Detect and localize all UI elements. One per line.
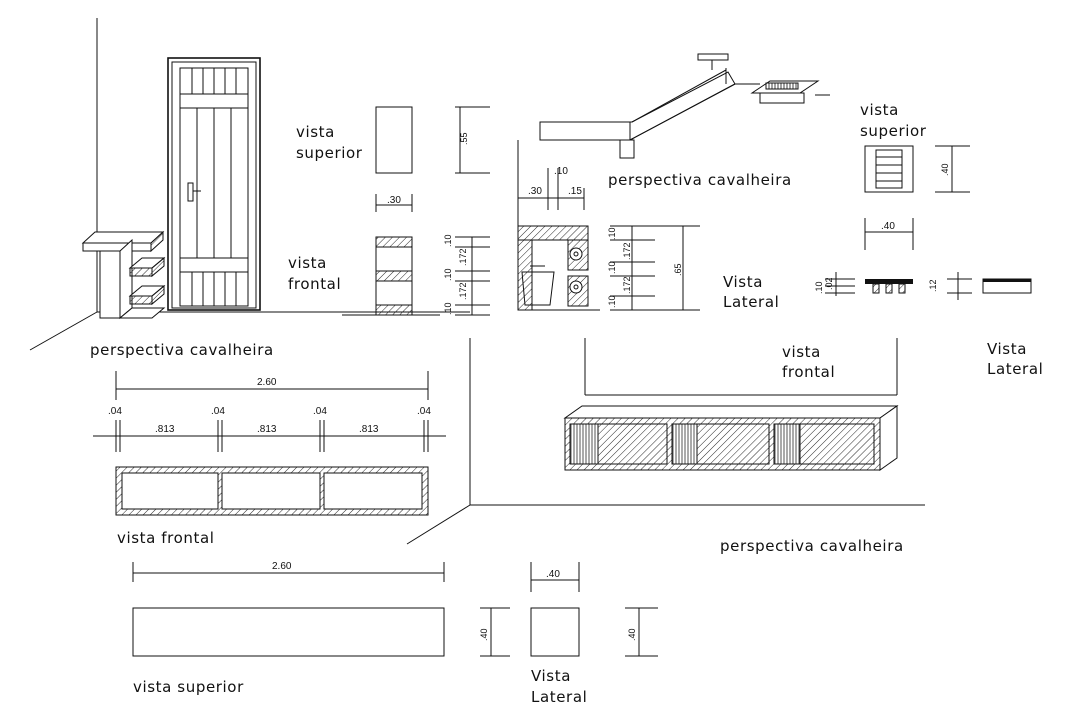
dim-lat-width: .40 <box>530 562 580 592</box>
svg-text:vista: vista <box>860 101 899 119</box>
label-vista-frontal-2: vista frontal <box>782 343 835 381</box>
label-vista-superior-1: vista superior <box>296 123 363 162</box>
dim-lat-height: .40 <box>625 607 658 657</box>
dim-top-total: 2.60 <box>132 561 445 582</box>
dim-bench-top-height: .40 <box>935 145 970 193</box>
label-perspectiva-3: perspectiva cavalheira <box>720 537 904 555</box>
dim-side-depth: .30 .10 .15 <box>517 166 585 210</box>
svg-text:2.60: 2.60 <box>257 377 277 388</box>
svg-text:2.60: 2.60 <box>272 561 292 572</box>
svg-text:.10: .10 <box>443 268 453 281</box>
room-corner-lines-2 <box>406 338 925 545</box>
svg-text:vista: vista <box>782 343 821 361</box>
bench-side-view: .12 <box>928 272 1032 300</box>
long-shelf-perspective <box>539 53 830 159</box>
side-section-view <box>517 140 600 311</box>
dim-side-vertical: .10 .172 .10 .172 .10 .65 <box>607 225 700 311</box>
svg-text:.65: .65 <box>673 263 683 276</box>
label-vista-lateral-2: Vista Lateral <box>987 340 1043 378</box>
svg-text:Vista: Vista <box>987 340 1027 358</box>
svg-text:Lateral: Lateral <box>987 360 1043 378</box>
svg-text:Vista: Vista <box>531 667 571 685</box>
svg-text:.10: .10 <box>443 302 453 315</box>
svg-text:.813: .813 <box>359 424 379 435</box>
svg-text:.30: .30 <box>387 195 401 206</box>
svg-text:.172: .172 <box>622 276 632 294</box>
wall-shelf-perspective <box>81 230 166 320</box>
label-vista-superior-2: vista superior <box>860 101 927 140</box>
svg-text:.10: .10 <box>554 166 568 177</box>
svg-text:.10: .10 <box>607 227 617 240</box>
dim-front-view-vertical: .10 .172 .10 .172 .10 <box>443 234 490 316</box>
svg-text:.04: .04 <box>313 406 327 417</box>
svg-text:.30: .30 <box>528 186 542 197</box>
svg-text:.40: .40 <box>479 628 489 641</box>
svg-text:Lateral: Lateral <box>723 293 779 311</box>
dim-top-view-height: .55 <box>455 106 490 174</box>
dim-top-depth: .40 <box>479 607 510 657</box>
svg-text:.172: .172 <box>458 248 468 266</box>
label-vista-frontal-1: vista frontal <box>288 254 341 293</box>
svg-text:superior: superior <box>860 122 927 140</box>
bench-top-view <box>864 145 914 193</box>
top-view-rect <box>375 106 413 174</box>
svg-text:.40: .40 <box>881 221 895 232</box>
svg-text:.172: .172 <box>622 242 632 260</box>
shelf-front-view <box>115 466 429 516</box>
svg-text:.04: .04 <box>108 406 122 417</box>
svg-text:superior: superior <box>296 144 363 162</box>
svg-text:.12: .12 <box>928 279 938 292</box>
svg-text:.04: .04 <box>211 406 225 417</box>
label-vista-superior-3: vista superior <box>133 678 244 696</box>
svg-text:.813: .813 <box>155 424 175 435</box>
dim-bench-top-width: .40 <box>864 218 914 250</box>
svg-text:.172: .172 <box>458 282 468 300</box>
lateral-view-square <box>530 607 580 657</box>
svg-text:.10: .10 <box>607 261 617 274</box>
dim-shelf-segments: .04 .04 .04 .04 .813 .813 .813 <box>93 406 446 452</box>
dim-top-view-width: .30 <box>375 194 413 212</box>
front-view-small <box>342 236 440 316</box>
svg-text:.40: .40 <box>627 628 637 641</box>
label-vista-lateral-3: Vista Lateral <box>531 667 587 706</box>
room-corner-lines <box>29 18 470 351</box>
label-perspectiva-1: perspectiva cavalheira <box>90 341 274 359</box>
shelf-top-view <box>132 607 445 657</box>
svg-text:Vista: Vista <box>723 273 763 291</box>
label-vista-frontal-3: vista frontal <box>117 529 215 547</box>
svg-text:.10: .10 <box>607 295 617 308</box>
dim-shelf-total: 2.60 <box>115 371 429 400</box>
svg-text:.15: .15 <box>568 186 582 197</box>
door-drawing <box>167 57 261 311</box>
svg-text:.02: .02 <box>824 277 834 290</box>
label-vista-lateral-1: Vista Lateral <box>723 273 779 311</box>
svg-text:.10: .10 <box>814 281 824 294</box>
svg-text:.813: .813 <box>257 424 277 435</box>
svg-text:.10: .10 <box>443 234 453 247</box>
svg-text:frontal: frontal <box>782 363 835 381</box>
svg-text:vista: vista <box>296 123 335 141</box>
svg-text:.04: .04 <box>417 406 431 417</box>
hatched-shelf-perspective <box>563 405 899 471</box>
label-perspectiva-2: perspectiva cavalheira <box>608 171 792 189</box>
svg-text:.40: .40 <box>940 163 950 176</box>
svg-text:.55: .55 <box>459 132 469 145</box>
svg-text:vista: vista <box>288 254 327 272</box>
svg-text:frontal: frontal <box>288 275 341 293</box>
bench-front-view: .10 .02 <box>814 272 913 296</box>
svg-text:Lateral: Lateral <box>531 688 587 706</box>
svg-text:.40: .40 <box>546 569 560 580</box>
